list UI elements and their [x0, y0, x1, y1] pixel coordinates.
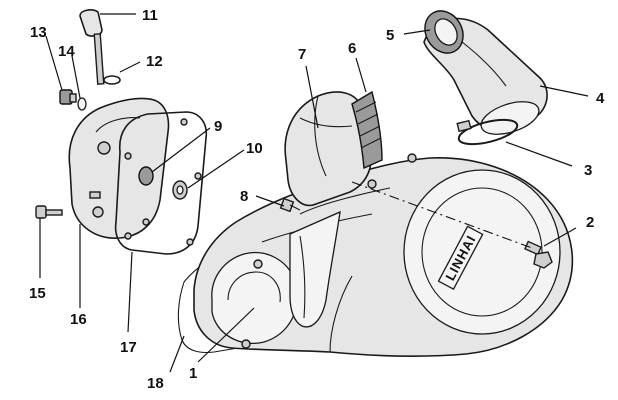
- drain-plug: [59, 89, 77, 105]
- leader-13: [45, 35, 63, 91]
- leader-12: [119, 61, 141, 73]
- leader-17: [127, 251, 133, 333]
- callout-9: 9: [214, 118, 222, 135]
- leader-1: [197, 307, 255, 363]
- leader-lines: [39, 13, 589, 373]
- bolt-left: [35, 205, 63, 219]
- main-cvt-cover: LINHAI: [193, 153, 574, 357]
- cover-inlet-channel: [289, 210, 341, 328]
- leader-7: [305, 65, 319, 129]
- callout-1: 1: [189, 365, 197, 382]
- leader-5: [403, 29, 431, 35]
- callout-2: 2: [586, 214, 594, 231]
- leader-8: [255, 195, 285, 207]
- leader-6: [355, 57, 367, 93]
- bolt-small: [279, 197, 301, 213]
- leader-14: [71, 55, 81, 99]
- callout-4: 4: [596, 90, 605, 107]
- leader-3: [505, 141, 573, 167]
- duct-seal: [351, 90, 383, 170]
- o-ring: [103, 75, 121, 85]
- callout-6: 6: [348, 40, 356, 57]
- assembly-axis-line: [351, 181, 533, 249]
- callout-13: 13: [30, 24, 47, 41]
- dipstick-cap: [79, 9, 105, 85]
- leader-9: [151, 127, 211, 173]
- callout-7: 7: [298, 46, 306, 63]
- washer: [77, 97, 87, 111]
- bushing: [172, 180, 188, 200]
- leader-10: [187, 149, 245, 189]
- callout-11: 11: [142, 7, 158, 24]
- callout-8: 8: [240, 188, 248, 205]
- inner-seal-ring: [138, 166, 154, 186]
- callout-15: 15: [29, 285, 46, 302]
- callout-16: 16: [70, 311, 87, 328]
- callout-3: 3: [584, 162, 592, 179]
- leader-4: [539, 85, 589, 97]
- callout-14: 14: [58, 43, 75, 60]
- callout-17: 17: [120, 339, 137, 356]
- hose-clamp: [456, 118, 519, 146]
- leader-2: [543, 227, 577, 247]
- callout-12: 12: [146, 53, 163, 70]
- leader-18: [169, 335, 185, 373]
- callout-labels: 1 2 3 4 5 6 7 8 9 10 11 12 13 14 15 16 1…: [29, 7, 605, 392]
- side-cover-gasket: [114, 111, 208, 255]
- duct-end-ring: [424, 10, 464, 54]
- callout-18: 18: [147, 375, 164, 392]
- bolt-right: [524, 240, 553, 269]
- callout-5: 5: [386, 27, 394, 44]
- callout-10: 10: [246, 140, 263, 157]
